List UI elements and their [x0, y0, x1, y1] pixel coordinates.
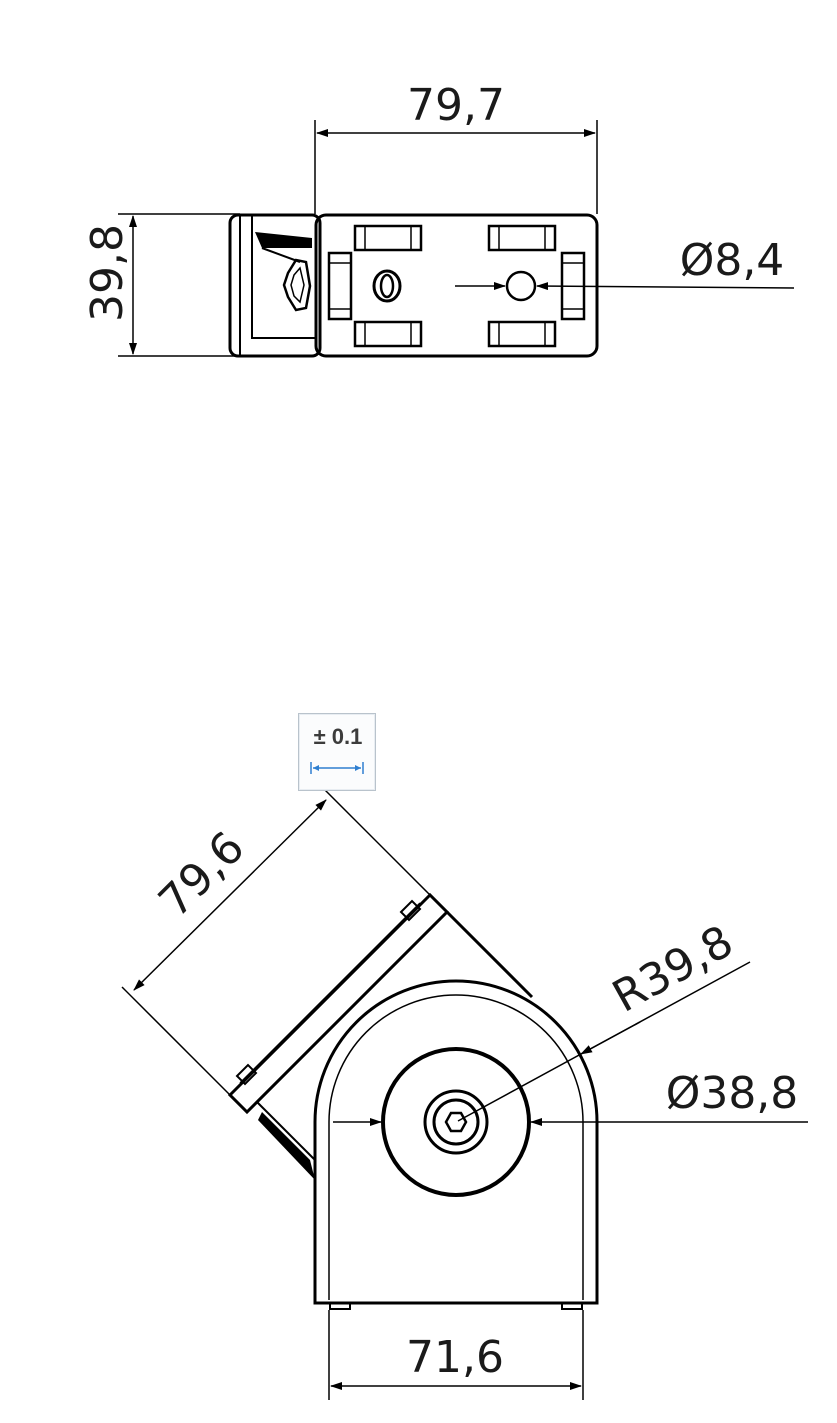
base-width-text: 71,6	[406, 1332, 504, 1383]
top-view: 79,7 39,8	[82, 80, 795, 358]
top-plate	[314, 213, 599, 358]
hub-outer-circle	[381, 1047, 531, 1197]
radius-text: R39,8	[604, 916, 741, 1023]
tolerance-label: ± 0.1	[313, 724, 363, 749]
hole-diameter-text: Ø8,4	[680, 235, 785, 286]
dimension-width-text: 79,7	[407, 80, 505, 131]
diagonal-dimension-text: 79,6	[149, 822, 254, 927]
dimension-line-diagonal	[133, 799, 327, 991]
hub-diameter-text: Ø38,8	[666, 1068, 799, 1119]
dimension-height-text: 39,8	[82, 224, 133, 322]
hole-circle	[505, 270, 537, 302]
dimension-tolerance-icon	[310, 762, 364, 774]
hinge-body	[313, 979, 599, 1305]
front-view: Ø38,8 R39,8 79,6 71,6	[121, 786, 808, 1400]
tolerance-badge[interactable]: ± 0.1	[298, 713, 376, 791]
